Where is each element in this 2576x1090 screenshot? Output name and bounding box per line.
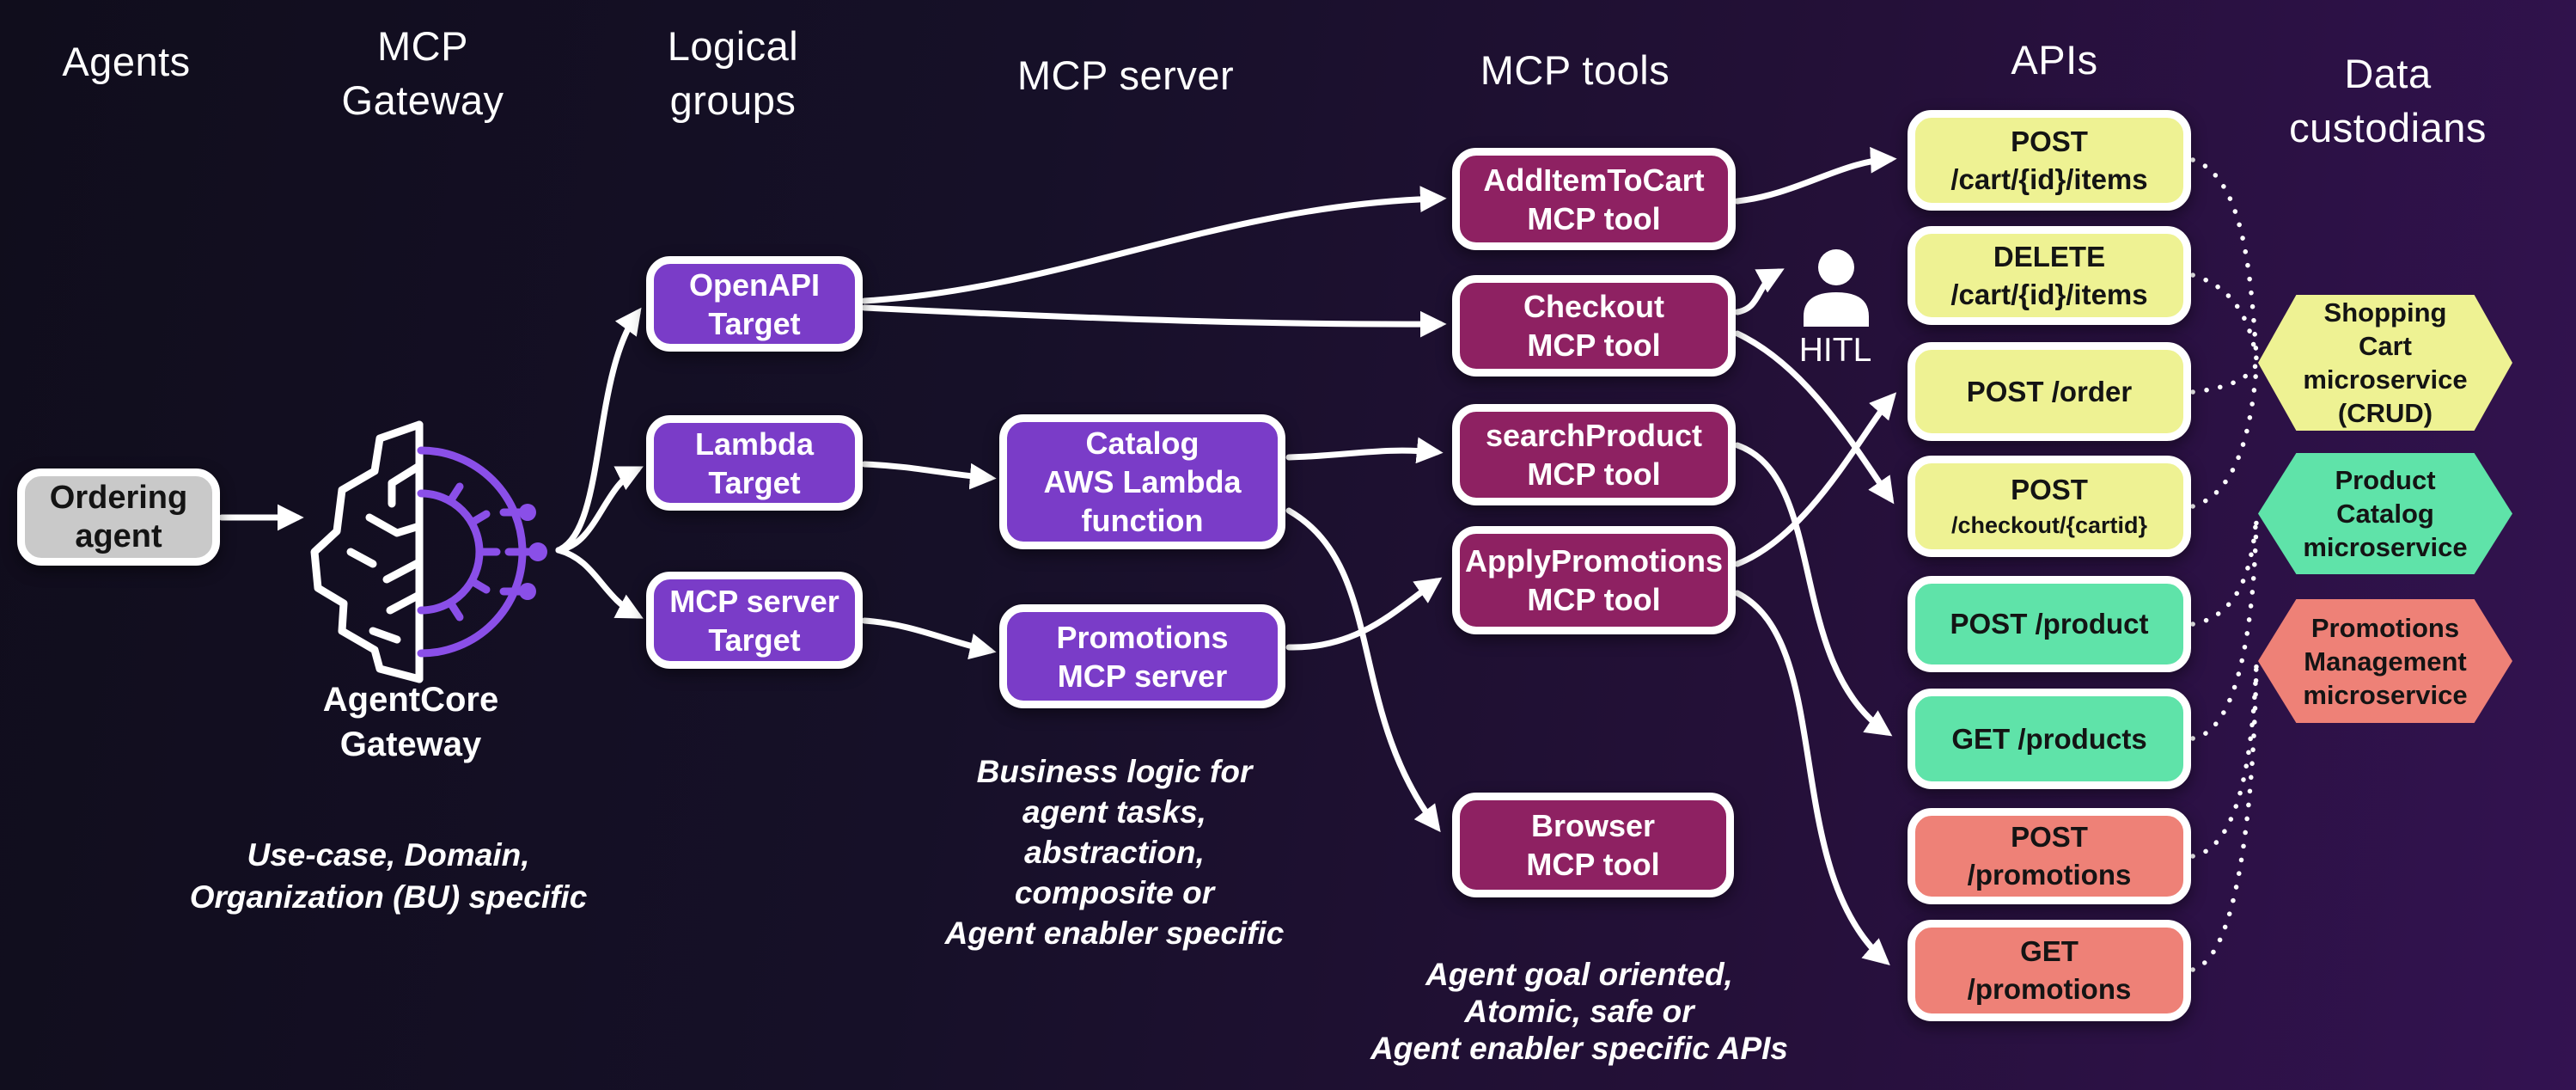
target-mcp-server: MCP server Target <box>646 572 863 669</box>
ordering-agent-label: Ordering agent <box>49 479 188 554</box>
api-get-promotions: GET /promotions <box>1908 920 2191 1021</box>
server-to-tool-arrows <box>1285 437 1444 833</box>
target-to-server-arrows <box>861 461 997 660</box>
hitl-label: HITL <box>1798 332 1872 369</box>
header-mcp-server: MCP server <box>1016 52 1235 98</box>
tool-searchproduct: searchProduct MCP tool <box>1452 404 1736 505</box>
server-catalog-lambda: Catalog AWS Lambda function <box>999 414 1285 549</box>
custodian-shopping-cart: Shopping Cart microservice (CRUD) <box>2258 295 2512 431</box>
tool-additemtocart: AddItemToCart MCP tool <box>1452 148 1736 250</box>
api-post-order: POST /order <box>1908 342 2191 441</box>
tool-applypromotions: ApplyPromotions MCP tool <box>1452 526 1736 634</box>
target-lambda: Lambda Target <box>646 415 863 511</box>
header-apis: APIs <box>2011 37 2098 83</box>
ordering-agent-node: Ordering agent <box>17 468 220 566</box>
agentcore-gateway-label: AgentCore Gateway <box>322 681 499 763</box>
header-data-custodians: Data custodians <box>2289 51 2487 150</box>
mcp-tools-note: Agent goal oriented, Atomic, safe or Age… <box>1370 957 1788 1066</box>
custodian-promotions-management: Promotions Management microservice <box>2258 599 2512 723</box>
header-agents: Agents <box>62 39 191 84</box>
agentcore-gateway-icon <box>310 420 547 683</box>
api-post-cart-items: POST /cart/{id}/items <box>1908 110 2191 211</box>
tool-browser: Browser MCP tool <box>1452 793 1734 897</box>
mcp-server-note: Business logic for agent tasks, abstract… <box>944 754 1285 951</box>
api-to-custodian-dotted-links <box>2190 157 2259 972</box>
header-mcp-tools: MCP tools <box>1480 47 1670 93</box>
openapi-to-tool-arrows <box>861 186 1447 338</box>
api-post-checkout-cartid: POST /checkout/{cartid} <box>1908 456 2191 557</box>
header-logical-groups: Logical groups <box>667 23 799 123</box>
tool-checkout: Checkout MCP tool <box>1452 275 1736 377</box>
api-get-products: GET /products <box>1908 689 2191 789</box>
api-delete-cart-items: DELETE /cart/{id}/items <box>1908 226 2191 325</box>
hitl-person-icon <box>1804 249 1869 327</box>
custodian-product-catalog: Product Catalog microservice <box>2258 453 2512 574</box>
api-post-product: POST /product <box>1908 576 2191 672</box>
tool-to-api-arrows <box>1734 146 1897 966</box>
gateway-to-target-arrows <box>555 307 644 619</box>
gateway-note: Use-case, Domain, Organization (BU) spec… <box>189 837 588 915</box>
server-promotions: Promotions MCP server <box>999 604 1285 708</box>
header-mcp-gateway: MCP Gateway <box>341 23 504 123</box>
api-post-promotions: POST /promotions <box>1908 808 2191 904</box>
target-openapi: OpenAPI Target <box>646 256 863 352</box>
